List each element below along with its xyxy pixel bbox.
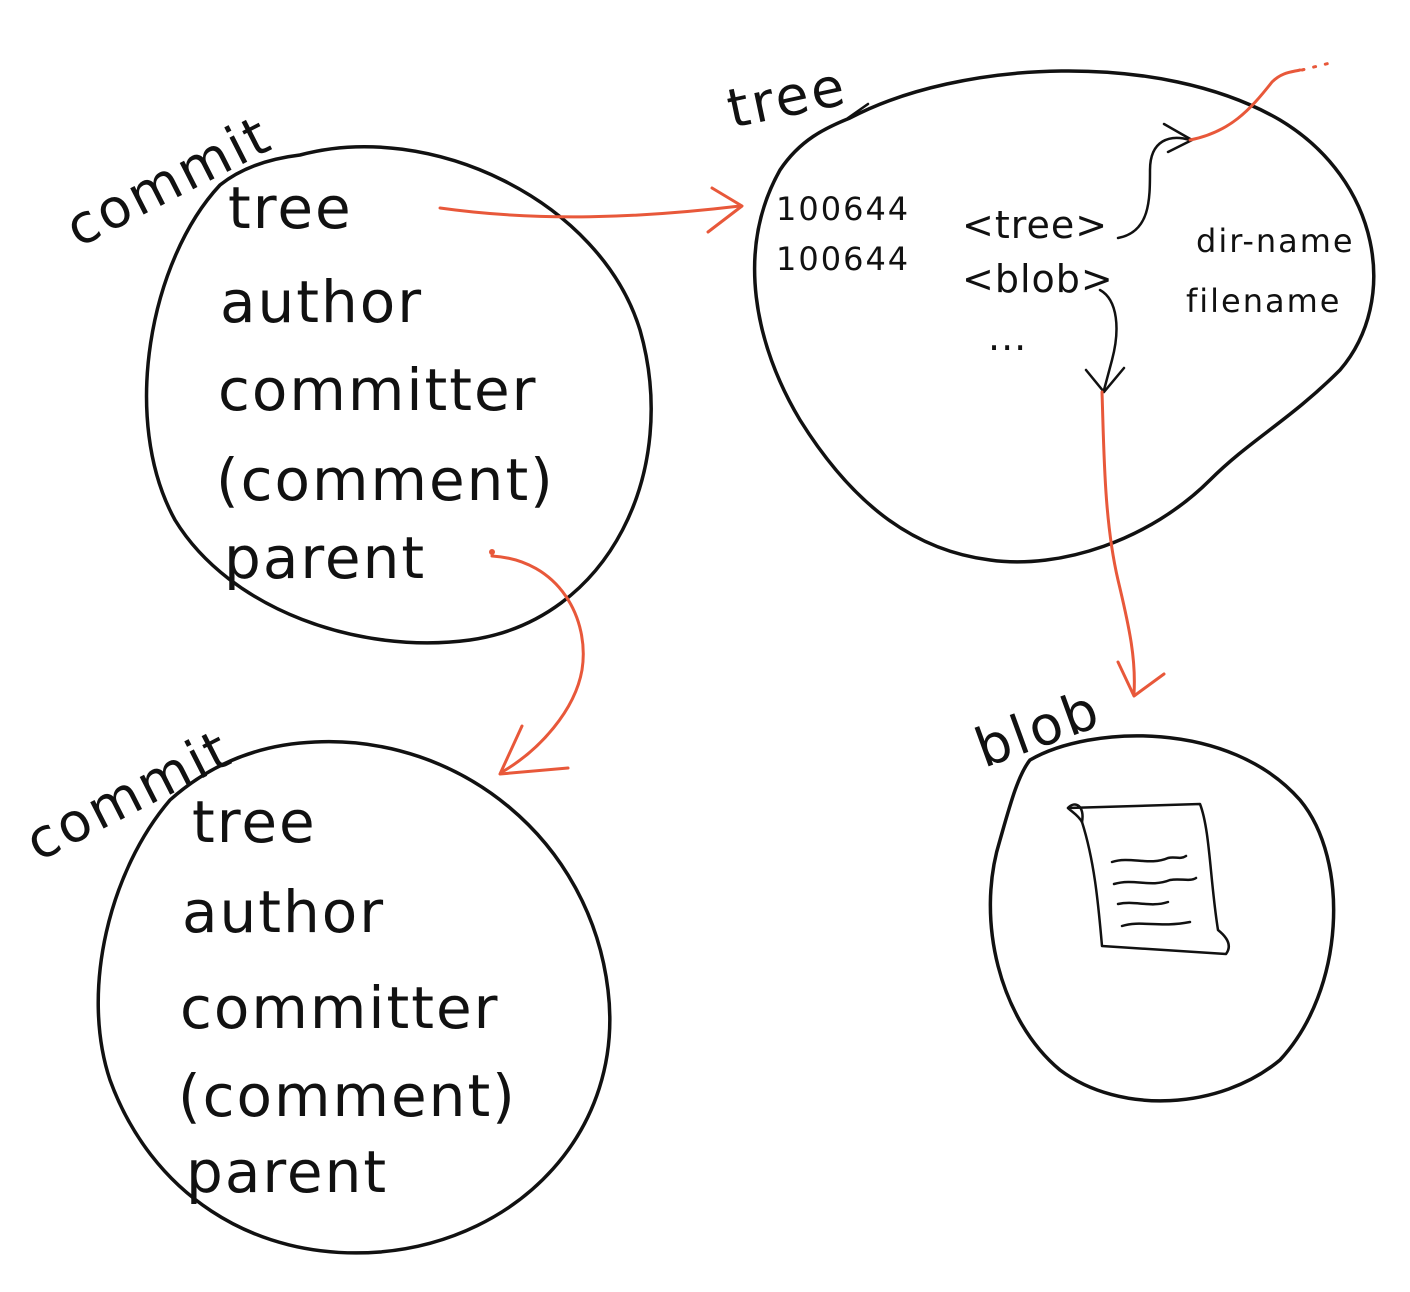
commit-bottom-field-comment: (comment) bbox=[178, 1062, 517, 1130]
document-icon bbox=[1066, 802, 1230, 956]
arrow-tree-to-subtree-dots bbox=[1300, 60, 1336, 72]
blob-ref-arrowhead bbox=[1084, 366, 1126, 394]
commit-bottom-circle bbox=[96, 739, 612, 1255]
tree-row-2-ref: <blob> bbox=[962, 257, 1114, 301]
blob-circle bbox=[988, 734, 1336, 1103]
arrow-parent-to-commit bbox=[490, 554, 585, 774]
tree-node: tree 100644 <tree> dir-name 100644 <blob… bbox=[722, 54, 1376, 564]
commit-top-field-comment: (comment) bbox=[216, 446, 555, 514]
tree-row-1-name: dir-name bbox=[1196, 222, 1355, 260]
tree-circle-tick bbox=[846, 102, 870, 120]
tree-row-1-ref: <tree> bbox=[962, 203, 1108, 247]
commit-top-field-committer: committer bbox=[218, 356, 538, 424]
arrow-tree-to-blob-head bbox=[1116, 660, 1166, 698]
tree-row-2-mode: 100644 bbox=[776, 240, 910, 278]
tree-ref-connector bbox=[1116, 136, 1192, 240]
arrow-commit-to-tree-head bbox=[706, 186, 744, 234]
commit-top-circle bbox=[144, 145, 653, 645]
commit-bottom-field-tree: tree bbox=[192, 788, 317, 856]
commit-top-field-parent: parent bbox=[224, 524, 426, 592]
tree-title: tree bbox=[722, 54, 853, 141]
arrow-parent-to-commit-head bbox=[498, 724, 570, 776]
commit-top-node: commit tree author committer (comment) p… bbox=[55, 103, 653, 645]
commit-top-field-author: author bbox=[220, 268, 423, 336]
arrow-commit-to-tree bbox=[438, 204, 742, 219]
tree-row-2-name: filename bbox=[1186, 282, 1341, 320]
blob-node: blob bbox=[967, 677, 1336, 1103]
tree-row-1-mode: 100644 bbox=[776, 190, 910, 228]
arrow-tree-to-subtree bbox=[1188, 68, 1302, 142]
commit-bottom-node: commit tree author committer (comment) p… bbox=[15, 717, 612, 1255]
blob-title: blob bbox=[967, 677, 1109, 780]
commit-bottom-field-author: author bbox=[182, 878, 385, 946]
arrow-tree-to-blob bbox=[1100, 390, 1136, 696]
commit-bottom-field-parent: parent bbox=[186, 1138, 388, 1206]
relation-arrows bbox=[438, 60, 1336, 776]
arrow-parent-start-dot bbox=[489, 549, 495, 555]
commit-top-field-tree: tree bbox=[228, 174, 353, 242]
tree-ellipsis: ... bbox=[988, 315, 1027, 359]
commit-bottom-field-committer: committer bbox=[180, 974, 500, 1042]
blob-ref-connector bbox=[1098, 288, 1118, 392]
